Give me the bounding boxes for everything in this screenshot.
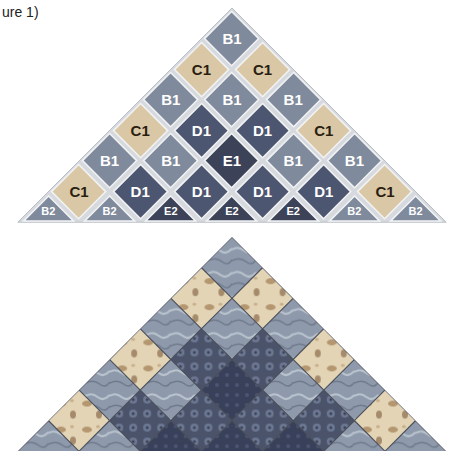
patch-label: C1 [69, 184, 88, 199]
patch-label: B1 [345, 153, 364, 168]
patch-fill [23, 196, 73, 221]
patch-fill [146, 196, 196, 221]
setting-triangle: B2 [79, 192, 140, 223]
fabric-patch [141, 421, 201, 459]
setting-triangle: E2 [263, 192, 324, 223]
patch-label: B2 [347, 206, 361, 217]
patch-label: B2 [41, 206, 55, 217]
patch-label: D1 [253, 123, 272, 138]
fabric-patch [263, 421, 323, 459]
patch-fill [268, 196, 318, 221]
patch-label: B1 [284, 92, 303, 107]
patch-label: C1 [131, 123, 150, 138]
patch-label: D1 [314, 184, 333, 199]
patch-label: C1 [192, 62, 211, 77]
setting-triangle: B2 [324, 192, 385, 223]
fabric-patch [80, 421, 140, 459]
fabric-patch [202, 421, 262, 459]
patch-fill [85, 196, 135, 221]
patch-label: B1 [161, 153, 180, 168]
setting-triangle: B2 [18, 192, 79, 223]
fabric-patch [325, 421, 385, 459]
patch-label: C1 [314, 123, 333, 138]
patch-label: E2 [286, 206, 299, 217]
patch-label: E2 [164, 206, 177, 217]
fabric-patch [19, 421, 79, 459]
patch-label: E1 [223, 153, 241, 168]
patch-label: B1 [284, 153, 303, 168]
patch-label: B1 [100, 153, 119, 168]
patch-label: C1 [375, 184, 394, 199]
patch-label: E2 [225, 206, 238, 217]
setting-triangle: E2 [140, 192, 201, 223]
patch-label: B2 [409, 206, 423, 217]
fabric-quilt [19, 238, 446, 459]
patch-label: B2 [103, 206, 117, 217]
patch-fill [329, 196, 379, 221]
fabric-ground [18, 237, 446, 451]
setting-triangle: B2 [385, 192, 446, 223]
patch-label: D1 [192, 123, 211, 138]
fabric-patch [386, 421, 446, 459]
patch-label: D1 [192, 184, 211, 199]
patch-label: D1 [131, 184, 150, 199]
setting-triangle: E2 [201, 192, 262, 223]
patch-label: D1 [253, 184, 272, 199]
figure-caption: ure 1) [2, 4, 39, 20]
patch-fill [391, 196, 441, 221]
patch-label: B1 [161, 92, 180, 107]
diagram-ground [18, 8, 446, 222]
patch-label: B1 [222, 92, 241, 107]
patch-label: C1 [253, 62, 272, 77]
patch-fill [207, 196, 257, 221]
patch-label: B1 [222, 31, 241, 46]
